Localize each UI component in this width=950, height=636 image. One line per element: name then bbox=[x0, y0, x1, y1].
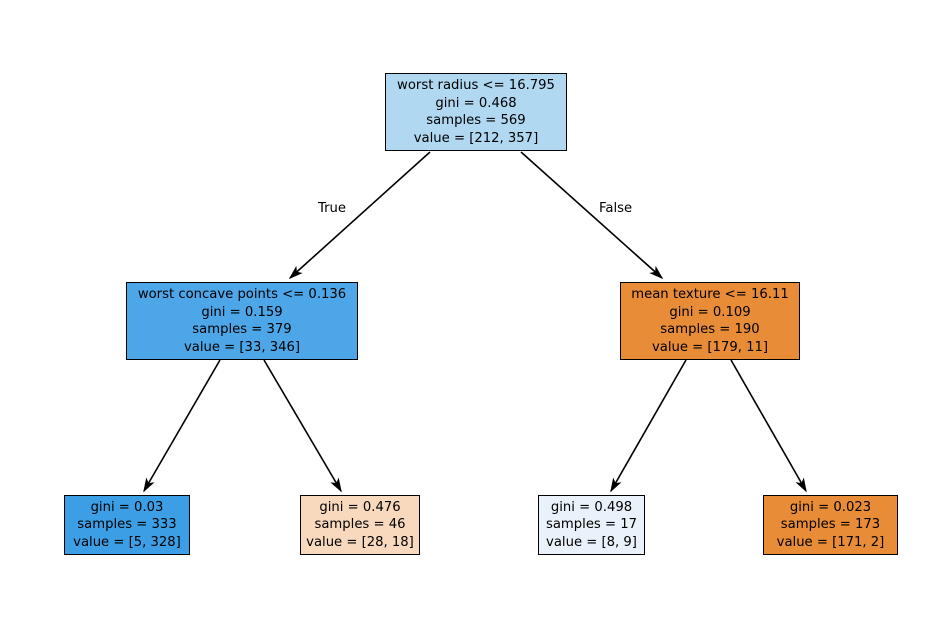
edge-label-true: True bbox=[318, 201, 347, 216]
edge-right-to-leaf4 bbox=[730, 359, 807, 493]
edge-root-to-left bbox=[288, 151, 431, 280]
tree-node-left[interactable]: worst concave points <= 0.136 gini = 0.1… bbox=[126, 282, 358, 360]
node-gini: gini = 0.159 bbox=[201, 304, 283, 320]
node-gini: gini = 0.476 bbox=[319, 499, 401, 515]
node-samples: samples = 46 bbox=[314, 517, 406, 533]
edge-left-to-leaf2 bbox=[263, 359, 342, 493]
edge-root-to-right bbox=[520, 151, 664, 280]
node-value: value = [5, 328] bbox=[73, 534, 181, 550]
node-samples: samples = 190 bbox=[660, 322, 760, 337]
node-gini: gini = 0.03 bbox=[90, 499, 164, 515]
node-gini: gini = 0.023 bbox=[789, 499, 872, 515]
node-gini: gini = 0.498 bbox=[550, 499, 633, 515]
tree-leaf-1[interactable]: gini = 0.03 samples = 333 value = [5, 32… bbox=[64, 495, 190, 555]
edge-right-to-leaf3 bbox=[610, 359, 687, 493]
node-samples: samples = 569 bbox=[426, 113, 526, 128]
node-value: value = [212, 357] bbox=[413, 130, 539, 146]
node-value: value = [179, 11] bbox=[651, 339, 769, 355]
node-value: value = [33, 346] bbox=[183, 339, 301, 355]
tree-node-root[interactable]: worst radius <= 16.795 gini = 0.468 samp… bbox=[385, 73, 567, 151]
node-gini: gini = 0.468 bbox=[435, 95, 517, 111]
node-samples: samples = 379 bbox=[192, 322, 292, 337]
node-condition: mean texture <= 16.11 bbox=[631, 287, 789, 302]
tree-node-right[interactable]: mean texture <= 16.11 gini = 0.109 sampl… bbox=[620, 282, 800, 360]
tree-leaf-3[interactable]: gini = 0.498 samples = 17 value = [8, 9] bbox=[538, 495, 645, 555]
tree-leaf-4[interactable]: gini = 0.023 samples = 173 value = [171,… bbox=[763, 495, 898, 555]
edge-left-to-leaf1 bbox=[143, 359, 221, 493]
node-value: value = [171, 2] bbox=[776, 534, 885, 550]
node-samples: samples = 333 bbox=[77, 517, 177, 533]
tree-leaf-2[interactable]: gini = 0.476 samples = 46 value = [28, 1… bbox=[300, 495, 420, 555]
node-value: value = [28, 18] bbox=[306, 534, 414, 550]
edge-label-false: False bbox=[599, 201, 633, 216]
node-condition: worst concave points <= 0.136 bbox=[137, 287, 347, 302]
node-samples: samples = 173 bbox=[780, 517, 881, 533]
node-samples: samples = 17 bbox=[545, 517, 638, 533]
node-value: value = [8, 9] bbox=[546, 534, 637, 550]
node-gini: gini = 0.109 bbox=[669, 304, 751, 320]
node-condition: worst radius <= 16.795 bbox=[397, 78, 555, 93]
